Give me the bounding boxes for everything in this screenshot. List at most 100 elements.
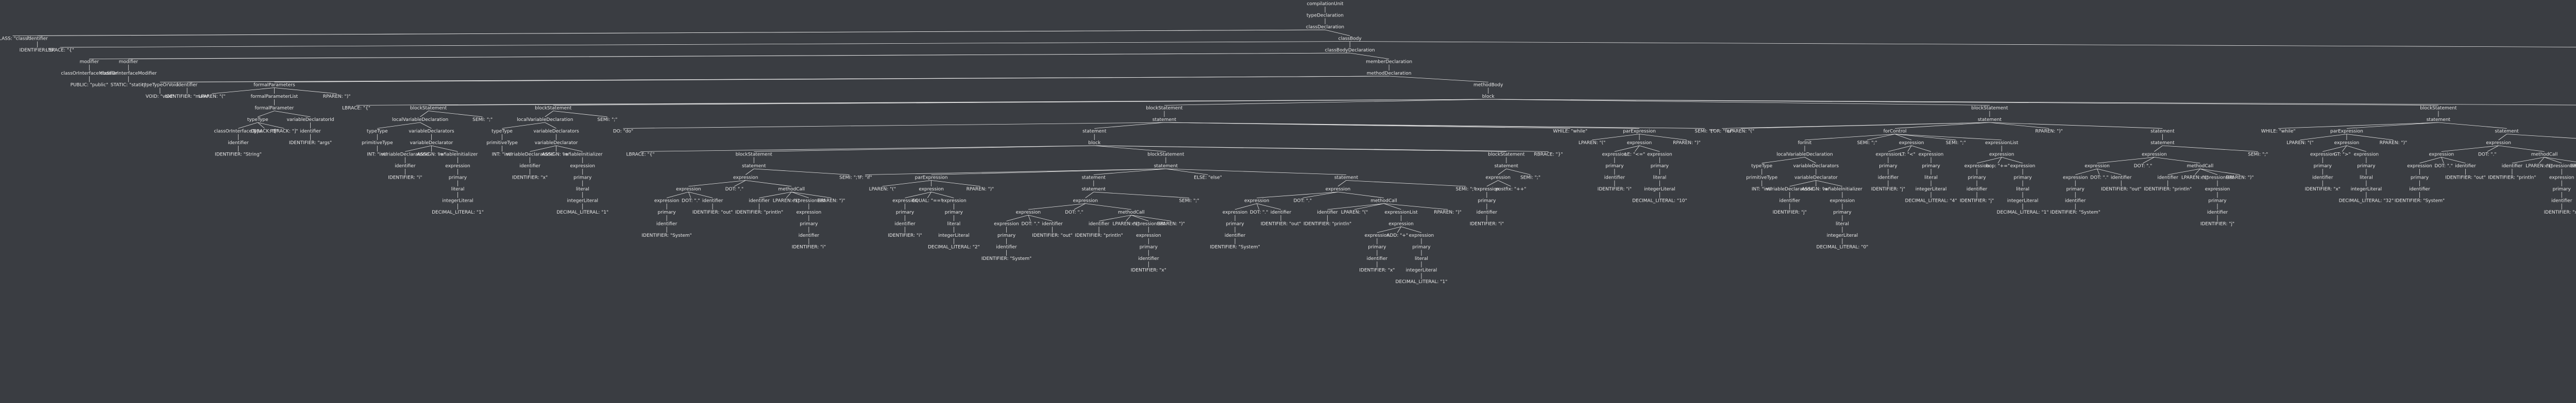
tree-node: primary xyxy=(945,210,963,215)
tree-node: parExpression xyxy=(1623,129,1656,134)
tree-node: expression xyxy=(2310,152,2335,157)
tree-node: modifier xyxy=(119,60,139,65)
tree-edge xyxy=(1486,180,1498,187)
tree-edge xyxy=(1085,191,1094,198)
tree-leaf-token: SEMI: ";" xyxy=(472,117,493,122)
tree-leaf-token: postfix: "++" xyxy=(1496,187,1527,192)
tree-edge xyxy=(745,168,754,175)
tree-node: variableInitializer xyxy=(438,152,478,157)
tree-node: primary xyxy=(1368,245,1386,250)
tree-node: expression xyxy=(445,164,470,169)
tree-edge xyxy=(2346,134,2394,141)
tree-leaf-token: EQUAL: "==" xyxy=(912,199,943,204)
tree-edge xyxy=(745,180,792,187)
tree-node: expressionList xyxy=(2201,176,2234,181)
tree-leaf-token: RPAREN: ")" xyxy=(2380,141,2408,146)
tree-edge xyxy=(2097,168,2100,175)
tree-node: integerLiteral xyxy=(442,199,473,204)
tree-node: variableInitializer xyxy=(563,152,603,157)
tree-node: expression xyxy=(1830,199,1855,204)
tree-node: expression xyxy=(2407,164,2432,169)
tree-edge xyxy=(1234,203,1257,210)
tree-edge xyxy=(553,111,607,117)
tree-leaf-token: LPAREN: "(" xyxy=(198,94,225,99)
tree-edge xyxy=(1094,145,1166,152)
tree-edge xyxy=(545,122,556,129)
tree-leaf-token: DOT: "." xyxy=(1294,199,1312,204)
tree-edge xyxy=(1383,203,1448,210)
tree-node: expression xyxy=(1073,199,1098,204)
tree-node: primary xyxy=(1879,164,1897,169)
tree-edge xyxy=(1257,203,1260,210)
tree-leaf-token: IDENTIFIER: "j" xyxy=(2200,222,2234,227)
tree-edge xyxy=(1761,157,1805,164)
tree-edge xyxy=(2075,168,2097,175)
tree-node: integerLiteral xyxy=(567,199,598,204)
tree-node: expression xyxy=(1627,141,1652,146)
tree-node: identifier xyxy=(1270,210,1292,215)
tree-edge xyxy=(1888,145,1912,152)
tree-node: modifier xyxy=(80,60,99,65)
tree-leaf-token: LPAREN: "(" xyxy=(1341,210,1368,215)
tree-node: expression xyxy=(2010,164,2036,169)
tree-edge xyxy=(1346,180,1466,187)
tree-node: blockStatement xyxy=(736,152,773,157)
tree-node: identifier xyxy=(656,222,677,227)
tree-node: expression xyxy=(2354,152,2379,157)
tree-edge xyxy=(1325,29,1350,36)
tree-leaf-token: IDENTIFIER: "x" xyxy=(1359,268,1395,273)
tree-edge xyxy=(1894,134,1912,141)
tree-edge xyxy=(2544,157,2576,163)
tree-node: classOrInterfaceModifier xyxy=(61,71,117,76)
tree-node: primary xyxy=(1651,164,1669,169)
tree-edge xyxy=(1789,180,1816,187)
tree-node: expression xyxy=(1602,152,1628,157)
tree-edge xyxy=(1327,203,1384,210)
tree-leaf-token: LPAREN: "(" xyxy=(1112,222,1139,227)
tree-node: primary xyxy=(1478,199,1496,204)
tree-node: expression xyxy=(994,222,1019,227)
tree-node: block xyxy=(1088,141,1101,146)
tree-edge xyxy=(1639,134,1687,141)
tree-node: variableDeclaratorId xyxy=(506,152,554,157)
tree-leaf-token: IDENTIFIER: "System" xyxy=(981,256,1031,261)
tree-edge xyxy=(1028,215,1031,221)
tree-node: expression xyxy=(941,199,967,204)
tree-node: identifier xyxy=(749,199,770,204)
tree-node: statement xyxy=(1082,129,1107,134)
tree-node: identifier xyxy=(228,141,249,146)
tree-node: expression xyxy=(1647,152,1672,157)
tree-node: blockStatement xyxy=(1971,106,2008,111)
tree-edge xyxy=(405,145,432,152)
tree-node: literal xyxy=(947,222,960,227)
tree-node: identifier xyxy=(2065,199,2086,204)
tree-edge xyxy=(1634,145,1640,152)
tree-edges xyxy=(12,7,2576,279)
tree-leaf-token: DECIMAL_LITERAL: "2" xyxy=(928,245,980,250)
tree-node: expression xyxy=(919,187,944,192)
tree-edge xyxy=(1397,226,1401,233)
tree-node: variableDeclaratorId xyxy=(1766,187,1814,192)
tree-leaf-token: LT: "<" xyxy=(1900,152,1916,157)
tree-leaf-token: IDENTIFIER: "System" xyxy=(641,233,691,238)
tree-node: primary xyxy=(2066,187,2085,192)
tree-edge xyxy=(2300,134,2347,141)
tree-leaf-token: STATIC: "static" xyxy=(111,83,146,88)
tree-edge xyxy=(1257,203,1281,210)
tree-node: expression xyxy=(2334,141,2360,146)
tree-leaf-token: IDENTIFIER: "System" xyxy=(2050,210,2100,215)
tree-edge xyxy=(553,99,1488,106)
tree-node: integerLiteral xyxy=(2007,199,2039,204)
tree-node: typeType xyxy=(1751,164,1772,169)
tree-node: primary xyxy=(2208,199,2227,204)
tree-edge xyxy=(2278,122,2438,129)
tree-node: blockStatement xyxy=(1147,152,1184,157)
tree-leaf-token: LE: "<=" xyxy=(1624,152,1645,157)
tree-edge xyxy=(258,122,265,129)
tree-edge xyxy=(1028,203,1086,210)
tree-leaf-token: PUBLIC: "public" xyxy=(71,83,108,88)
tree-node: primary xyxy=(1140,245,1158,250)
tree-edge xyxy=(1165,168,1347,175)
tree-edge xyxy=(2487,145,2499,152)
tree-node: localVariableDeclaration xyxy=(392,117,448,122)
